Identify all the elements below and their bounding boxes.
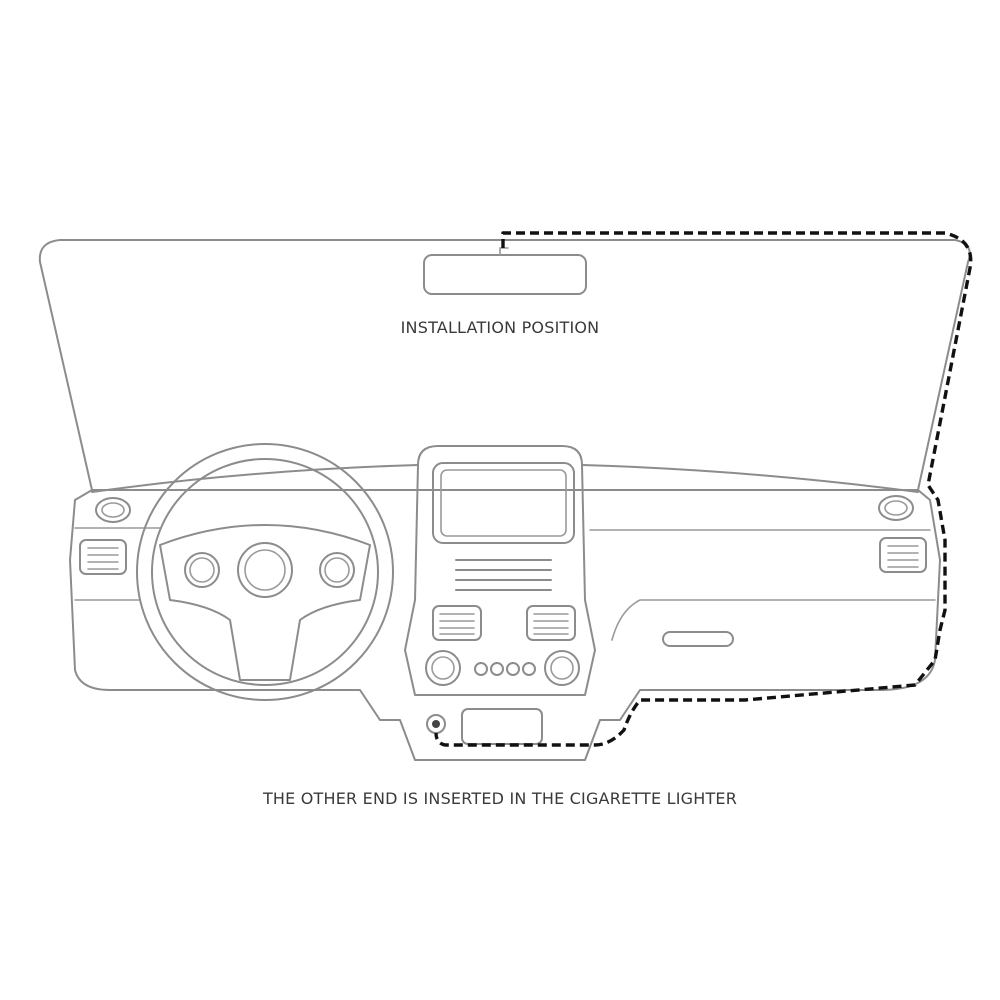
center-vent-grille [455,559,552,591]
speaker-right [878,495,914,521]
center-vent-left [432,605,482,641]
center-console [404,445,596,696]
glovebox-handle [662,631,734,647]
installation-position-label: INSTALLATION POSITION [400,318,600,337]
windshield [38,239,971,491]
dashboard-midline-right [589,529,936,641]
knob-right [544,650,580,686]
console-button-4 [522,662,536,676]
steering-wheel [136,443,394,701]
power-cable-route [434,231,973,747]
center-vent-right [526,605,576,641]
speaker-right-inner [884,500,908,516]
side-vent-left [79,539,127,575]
speaker-left-inner [101,502,125,518]
cigarette-lighter-note: THE OTHER END IS INSERTED IN THE CIGARET… [262,789,738,808]
console-button-3 [506,662,520,676]
lower-tray [461,708,543,745]
infotainment-screen [432,462,575,544]
dashboard-top-edge [91,464,919,493]
knob-left [425,650,461,686]
rear-view-mirror [423,254,587,295]
dashboard-body [69,489,941,761]
console-button-2 [490,662,504,676]
dashboard-midline-left [74,527,161,601]
speaker-left [95,497,131,523]
cigarette-lighter-core [432,720,440,728]
console-button-1 [474,662,488,676]
mirror-mount [499,247,509,256]
side-vent-right [879,537,927,573]
